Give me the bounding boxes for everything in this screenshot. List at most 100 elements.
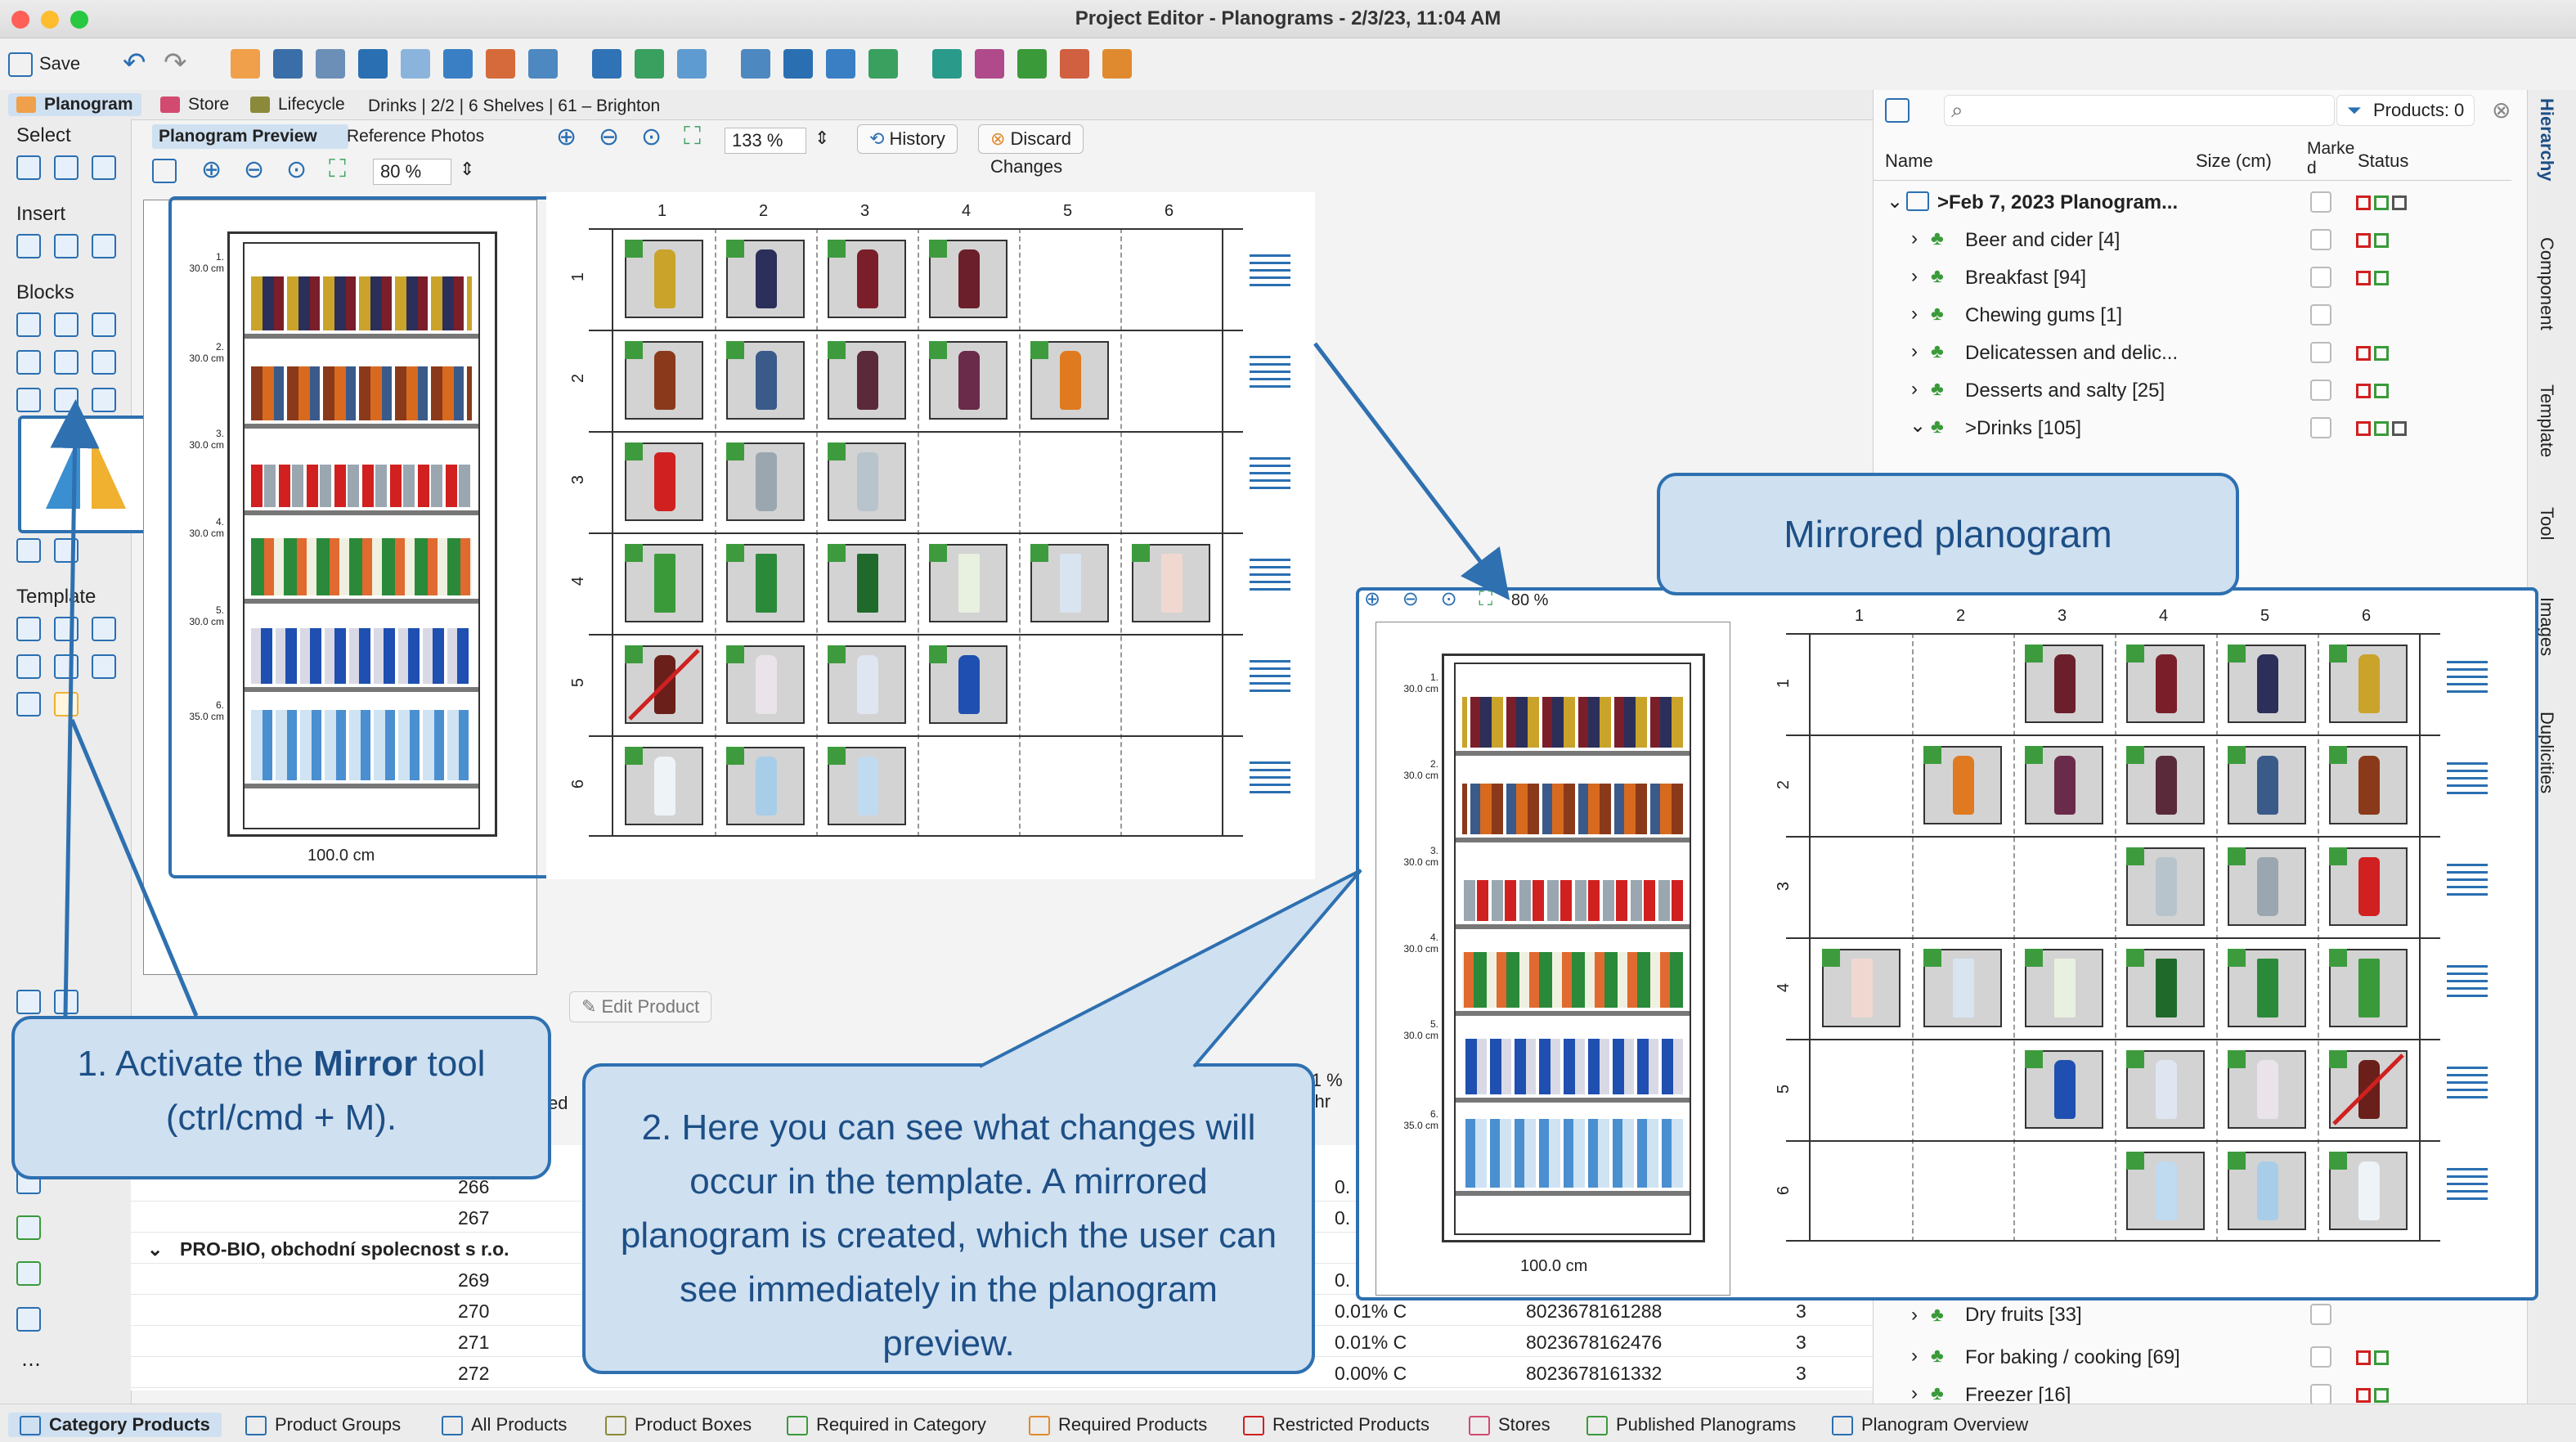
block-group-icon[interactable] (16, 312, 41, 337)
product-slot[interactable] (828, 645, 906, 724)
product-slot[interactable] (929, 544, 1008, 622)
template-delete-icon[interactable] (92, 654, 116, 679)
building-icon[interactable] (826, 49, 855, 79)
svg-icon[interactable] (1060, 49, 1089, 79)
product-slot[interactable] (929, 645, 1008, 724)
chevron-right-icon[interactable]: › (1911, 1345, 1918, 1367)
row-handle-icon[interactable] (1250, 559, 1290, 595)
store-icon[interactable] (783, 49, 813, 79)
shelf-list-icon[interactable] (528, 49, 558, 79)
product-slot[interactable] (1822, 949, 1901, 1027)
select-multi-icon[interactable] (92, 155, 116, 180)
shelf-4-products[interactable] (1462, 952, 1683, 1008)
zoom-reset-icon[interactable]: ⊙ (641, 124, 662, 150)
shelf-5-products[interactable] (1462, 1039, 1683, 1094)
product-slot[interactable] (726, 240, 805, 318)
product-slot[interactable] (828, 544, 906, 622)
chevron-right-icon[interactable]: › (1911, 265, 1918, 287)
product-slot[interactable] (2126, 1050, 2205, 1129)
table-icon[interactable] (741, 49, 770, 79)
xo-import-icon[interactable] (16, 1261, 41, 1286)
shelf-6-products[interactable] (1462, 1119, 1683, 1188)
list-tool-icon[interactable] (16, 538, 41, 563)
hierarchy-item[interactable]: › ♣ Desserts and salty [25] (1874, 371, 2511, 409)
row-handle-icon[interactable] (1250, 254, 1290, 291)
product-slot[interactable] (2228, 1050, 2306, 1129)
more-icon[interactable]: ⋯ (21, 1354, 41, 1376)
tab-template[interactable]: Template (2537, 384, 2557, 458)
marked-checkbox[interactable] (2310, 1304, 2331, 1325)
beta-icon[interactable] (868, 49, 898, 79)
discard-changes-button[interactable]: ⊗Discard Changes (978, 124, 1084, 177)
block-copy-icon[interactable] (54, 388, 79, 412)
table-view-icon[interactable] (1885, 98, 1910, 123)
row-handle-icon[interactable] (1250, 356, 1290, 393)
block-arrange-icon[interactable] (16, 388, 41, 412)
template-list-icon[interactable] (16, 692, 41, 717)
list-icon[interactable] (273, 49, 303, 79)
product-slot[interactable] (2228, 949, 2306, 1027)
export-icon[interactable] (1102, 49, 1132, 79)
shelf-3-products[interactable] (251, 465, 472, 507)
product-slot[interactable] (2228, 847, 2306, 926)
close-window-button[interactable] (11, 11, 29, 29)
align-icon[interactable] (443, 49, 473, 79)
main-zoom-input[interactable]: 133 % (725, 128, 806, 154)
marked-checkbox[interactable] (2310, 229, 2331, 250)
chevron-down-icon[interactable]: ⌄ (1910, 415, 1927, 437)
chevron-right-icon[interactable]: › (1911, 1304, 1918, 1326)
chevron-down-icon[interactable]: ⌄ (1887, 191, 1904, 213)
tab-hierarchy[interactable]: Hierarchy (2537, 98, 2557, 182)
marked-checkbox[interactable] (2310, 380, 2331, 401)
product-slot[interactable] (625, 747, 703, 825)
preview-zoom-input[interactable]: 80 % (373, 159, 451, 185)
hierarchy-item[interactable]: › ♣ For baking / cooking [69] (1874, 1338, 2511, 1376)
chevron-down-icon[interactable]: ⌄ (147, 1238, 164, 1260)
home-icon[interactable] (677, 49, 707, 79)
product-slot[interactable] (726, 747, 805, 825)
chevron-right-icon[interactable]: › (1911, 227, 1918, 249)
fit-screen-icon[interactable]: ⛶ (1479, 588, 1493, 610)
product-slot[interactable] (2025, 949, 2103, 1027)
product-slot[interactable] (2228, 645, 2306, 723)
product-slot[interactable] (2329, 746, 2408, 824)
xo-export-icon[interactable] (16, 1215, 41, 1240)
marked-checkbox[interactable] (2310, 267, 2331, 288)
shelf-6-products[interactable] (251, 710, 472, 780)
shelf-1-products[interactable] (1462, 697, 1683, 748)
shelf-1-products[interactable] (251, 276, 472, 330)
marked-checkbox[interactable] (2310, 191, 2331, 213)
product-slot[interactable] (2329, 1152, 2408, 1230)
row-handle-icon[interactable] (2447, 762, 2488, 799)
chevron-right-icon[interactable]: › (1911, 378, 1918, 400)
marked-checkbox[interactable] (2310, 342, 2331, 363)
row-handle-icon[interactable] (2447, 661, 2488, 698)
product-slot[interactable] (2025, 746, 2103, 824)
zoom-out-icon[interactable]: ⊖ (1402, 588, 1419, 610)
distribute-icon[interactable] (486, 49, 515, 79)
tab-required-products[interactable]: Required Products (1029, 1413, 1207, 1437)
clear-filter-icon[interactable]: ⊗ (2492, 97, 2511, 123)
hierarchy-item[interactable]: › ♣ Chewing gums [1] (1874, 296, 2511, 334)
tab-restricted-products[interactable]: Restricted Products (1243, 1413, 1429, 1437)
block-rotate-icon[interactable] (54, 350, 79, 375)
row-handle-icon[interactable] (2447, 1067, 2488, 1103)
undo-icon[interactable]: ↶ (123, 47, 146, 79)
product-slot[interactable] (2126, 1152, 2205, 1230)
redo-icon[interactable]: ↷ (164, 47, 187, 79)
hierarchy-item[interactable]: › ♣ Breakfast [94] (1874, 258, 2511, 296)
tab-duplicities[interactable]: Duplicities (2537, 712, 2557, 794)
template-mirror-icon[interactable] (54, 692, 79, 717)
tab-store[interactable]: Store (152, 93, 237, 116)
shelf-tool-icon[interactable] (635, 49, 664, 79)
fit-screen-icon[interactable]: ⛶ (329, 155, 346, 182)
block-paste-icon[interactable] (92, 388, 116, 412)
products-filter-button[interactable]: ⏷Products: 0 (2336, 95, 2475, 126)
hierarchy-item[interactable]: › ♣ Dry fruits [33] (1874, 1300, 2511, 1338)
template-move-icon[interactable] (92, 617, 116, 641)
product-slot[interactable] (929, 240, 1008, 318)
product-slot[interactable] (625, 544, 703, 622)
shelf-5-products[interactable] (251, 628, 472, 684)
marked-checkbox[interactable] (2310, 1384, 2331, 1405)
save-button[interactable]: Save (8, 49, 80, 79)
